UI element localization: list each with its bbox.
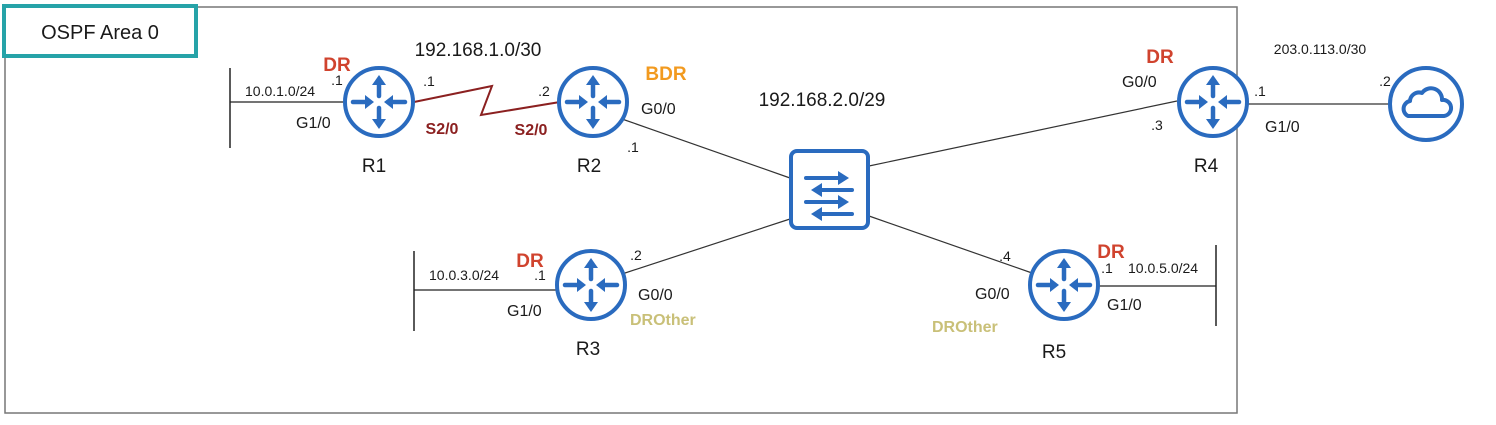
area-boundary [4, 6, 1238, 414]
r4-name: R4 [1194, 156, 1219, 177]
r4-role: DR [1146, 47, 1174, 68]
subnet-wan: 203.0.113.0/30 [1274, 41, 1367, 57]
link-r5-switch [868, 215, 1033, 274]
router-icon[interactable] [1030, 251, 1098, 319]
cloud-icon[interactable] [1388, 66, 1464, 142]
r3-switch-host: .2 [630, 247, 642, 263]
r2-name: R2 [577, 156, 601, 177]
r1-lan-host: .1 [331, 72, 343, 88]
subnet-r1-lan: 10.0.1.0/24 [245, 83, 315, 99]
switch-icon[interactable] [789, 149, 870, 230]
link-r2-switch [621, 118, 791, 179]
r3-name: R3 [576, 339, 600, 360]
router-icon[interactable] [345, 68, 413, 136]
subnet-r1-r2: 192.168.1.0/30 [415, 40, 542, 61]
r3-g0-interface: G0/0 [638, 287, 673, 304]
link-r3-switch [621, 218, 791, 275]
router-icon[interactable] [557, 251, 625, 319]
subnet-r5-lan: 10.0.5.0/24 [1128, 260, 1198, 276]
r5-g0-interface: G0/0 [975, 286, 1010, 303]
subnet-lan: 192.168.2.0/29 [759, 90, 886, 111]
r1-s2-interface: S2/0 [426, 121, 459, 138]
r2-role: BDR [645, 64, 686, 85]
r2-s2-interface: S2/0 [515, 122, 548, 139]
r4-wan-host: .1 [1254, 83, 1266, 99]
area-label-box: OSPF Area 0 [2, 4, 198, 58]
r1-role: DR [323, 55, 351, 76]
r3-lan-host: .1 [534, 267, 546, 283]
r5-switch-host: .4 [999, 248, 1011, 264]
r5-lan-host: .1 [1101, 260, 1113, 276]
subnet-r3-lan: 10.0.3.0/24 [429, 267, 499, 283]
router-icon[interactable] [559, 68, 627, 136]
r1-name: R1 [362, 156, 386, 177]
r1-serial-host: .1 [423, 73, 435, 89]
r5-name: R5 [1042, 342, 1066, 363]
internet-host: .2 [1379, 73, 1391, 89]
r1-g1-interface: G1/0 [296, 115, 331, 132]
serial-link-r1-r2 [413, 84, 561, 117]
r3-role: DR [516, 251, 544, 272]
r4-switch-host: .3 [1151, 117, 1163, 133]
r4-g0-interface: G0/0 [1122, 74, 1157, 91]
r5-g1-interface: G1/0 [1107, 297, 1142, 314]
r3-g1-interface: G1/0 [507, 303, 542, 320]
r2-lan-host: .1 [627, 139, 639, 155]
area-label: OSPF Area 0 [41, 22, 159, 44]
link-r4-switch [868, 100, 1178, 167]
r5-role-drother: DROther [932, 319, 998, 336]
r3-role-drother: DROther [630, 312, 696, 329]
r2-g0-interface: G0/0 [641, 101, 676, 118]
r5-role: DR [1097, 242, 1125, 263]
r4-g1-interface: G1/0 [1265, 119, 1300, 136]
r2-serial-host: .2 [538, 83, 550, 99]
router-icon[interactable] [1179, 68, 1247, 136]
